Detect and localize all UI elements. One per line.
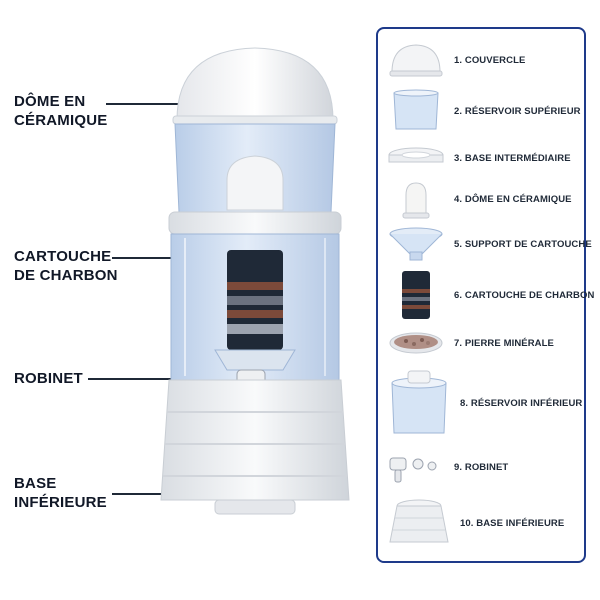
part-label: 6. CARTOUCHE DE CHARBON xyxy=(454,289,595,301)
part-label: 9. ROBINET xyxy=(454,461,509,473)
carbon-cartridge-icon xyxy=(402,271,430,319)
part-label: 2. RÉSERVOIR SUPÉRIEUR xyxy=(454,105,581,117)
part-item: 5. SUPPORT DE CARTOUCHE xyxy=(378,223,592,265)
lower-tank-icon xyxy=(391,370,447,434)
callout-text: DÔME EN xyxy=(14,93,86,110)
callout-ceramic-dome: DÔME EN CÉRAMIQUE xyxy=(14,92,107,130)
part-label: 3. BASE INTERMÉDIAIRE xyxy=(454,152,571,164)
part-item: 3. BASE INTERMÉDIAIRE xyxy=(378,141,584,175)
parts-list-panel: 1. COUVERCLE 2. RÉSERVOIR SUPÉRIEUR 3. B… xyxy=(376,27,594,563)
part-label: 5. SUPPORT DE CARTOUCHE xyxy=(454,238,592,250)
part-item: 9. ROBINET xyxy=(378,447,584,487)
part-label: 7. PIERRE MINÉRALE xyxy=(454,337,554,349)
part-item: 6. CARTOUCHE DE CHARBON xyxy=(378,267,594,323)
upper-tank-icon xyxy=(393,89,439,130)
part-label: 10. BASE INFÉRIEURE xyxy=(460,517,565,529)
part-item: 10. BASE INFÉRIEURE xyxy=(378,493,584,553)
callout-tap: ROBINET xyxy=(14,369,83,388)
mineral-stone-icon xyxy=(389,332,443,354)
part-label: 8. RÉSERVOIR INFÉRIEUR xyxy=(460,397,583,409)
cartridge-holder-icon xyxy=(389,227,443,261)
part-label: 4. DÔME EN CÉRAMIQUE xyxy=(454,193,572,205)
middle-ring-icon xyxy=(388,147,444,163)
callout-lower-base: BASE INFÉRIEURE xyxy=(14,474,107,512)
lid-icon xyxy=(389,44,443,77)
leader-line-dome xyxy=(106,103,224,105)
callout-text: CARTOUCHE xyxy=(14,248,112,265)
callout-text: INFÉRIEURE xyxy=(14,494,107,511)
callout-text: DE CHARBON xyxy=(14,267,118,284)
water-filter-product-image xyxy=(160,47,350,515)
callout-text: CÉRAMIQUE xyxy=(14,112,108,129)
part-item: 7. PIERRE MINÉRALE xyxy=(378,327,584,359)
ceramic-dome-icon xyxy=(402,182,430,219)
part-label: 1. COUVERCLE xyxy=(454,54,526,66)
callout-text: BASE xyxy=(14,475,57,492)
part-item: 4. DÔME EN CÉRAMIQUE xyxy=(378,177,584,221)
leader-line-tap xyxy=(88,378,246,380)
callout-text: ROBINET xyxy=(14,370,83,387)
part-item: 8. RÉSERVOIR INFÉRIEUR xyxy=(378,363,584,443)
callout-carbon-cartridge: CARTOUCHE DE CHARBON xyxy=(14,247,118,285)
lower-base-icon xyxy=(389,499,449,543)
part-item: 2. RÉSERVOIR SUPÉRIEUR xyxy=(378,85,584,137)
tap-icon xyxy=(389,457,437,483)
part-item: 1. COUVERCLE xyxy=(378,37,584,83)
